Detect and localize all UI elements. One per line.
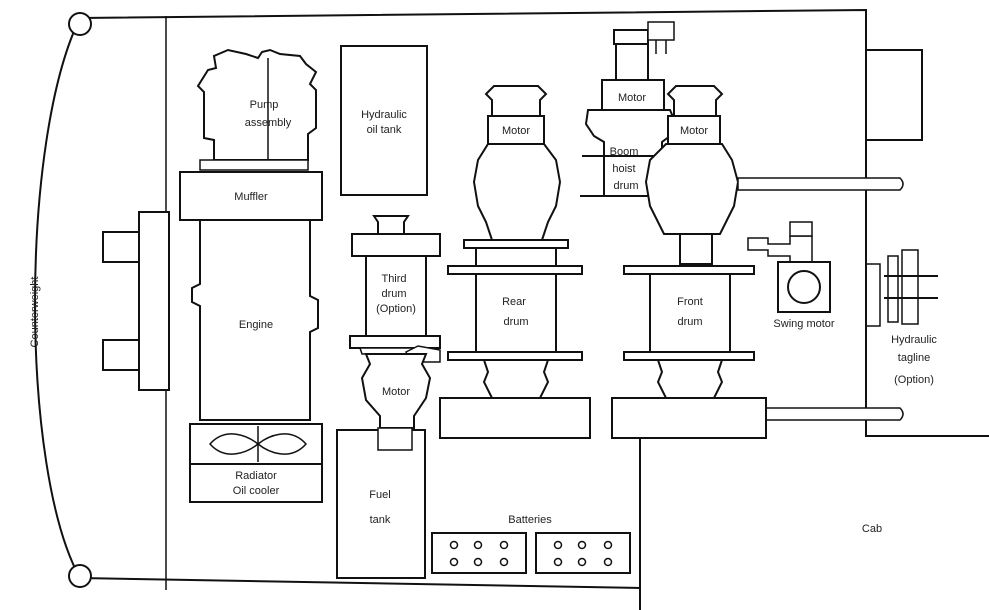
hydraulic-oil-tank-label-1: Hydraulic: [361, 109, 407, 121]
lifting-eye-bottom: [68, 564, 92, 588]
engine: Engine: [191, 219, 319, 421]
engine-label: Engine: [239, 319, 273, 331]
swing-motor-label: Swing motor: [773, 318, 834, 330]
front-drum-label-2: drum: [677, 316, 702, 328]
third-drum-motor: Motor: [360, 353, 432, 429]
third-drum-motor-label: Motor: [382, 386, 410, 398]
radiator-oil-cooler: Radiator Oil cooler: [189, 423, 323, 503]
front-drum-label-1: Front: [677, 296, 703, 308]
hydraulic-oil-tank: Hydraulic oil tank: [340, 45, 428, 196]
boom-hoist-motor-label: Motor: [618, 92, 646, 104]
boom-hoist-drum-label-2: hoist: [612, 163, 635, 175]
pump-assembly-label-1: Pump: [250, 99, 279, 111]
counterweight: Counterweight: [29, 211, 170, 391]
pump-assembly-label-2: assembly: [245, 117, 292, 129]
third-drum-label-1: Third: [381, 273, 406, 285]
batteries: Batteries: [431, 514, 631, 574]
fuel-tank: Fuel tank: [336, 427, 426, 579]
fuel-tank-label-1: Fuel: [369, 489, 390, 501]
swing-motor: Swing motor: [747, 221, 835, 330]
boom-hoist-motor: Motor: [601, 21, 675, 111]
valve-block: [647, 21, 675, 41]
front-drum-motor-label: Motor: [680, 125, 708, 137]
rear-drum-label-1: Rear: [502, 296, 526, 308]
hydraulic-oil-tank-label-2: oil tank: [367, 124, 402, 136]
third-drum: Third drum (Option): [349, 215, 441, 363]
batteries-label: Batteries: [508, 514, 552, 526]
drive-shafts: [737, 177, 904, 421]
muffler: Muffler: [179, 171, 323, 221]
third-drum-label-2: drum: [381, 288, 406, 300]
lifting-eye-top: [68, 12, 92, 36]
front-drum-motor: Motor: [644, 85, 740, 265]
cab-label: Cab: [862, 523, 882, 535]
radiator-label-1: Radiator: [235, 470, 277, 482]
battery-left: [431, 532, 527, 574]
rear-drum-motor-label: Motor: [502, 125, 530, 137]
radiator-label-2: Oil cooler: [233, 485, 280, 497]
hydraulic-tagline-label-1: Hydraulic: [891, 334, 937, 346]
counterweight-label: Counterweight: [29, 277, 41, 348]
boom-hoist-drum-label-1: Boom: [610, 146, 639, 158]
fuel-tank-label-2: tank: [370, 514, 391, 526]
cab: Cab: [862, 523, 882, 535]
hydraulic-tagline-label-2: tagline: [898, 352, 930, 364]
pump-assembly: Pump assembly: [196, 48, 318, 171]
rear-drum-label-2: drum: [503, 316, 528, 328]
rear-drum-motor: Motor: [472, 85, 562, 241]
boom-hoist-drum-label-3: drum: [613, 180, 638, 192]
right-housing: [866, 49, 923, 141]
rear-drum: Rear drum: [439, 239, 591, 439]
muffler-label: Muffler: [234, 191, 268, 203]
front-drum: Front drum: [611, 265, 767, 439]
hydraulic-tagline-label-3: (Option): [894, 374, 934, 386]
battery-right: [535, 532, 631, 574]
third-drum-label-3: (Option): [376, 303, 416, 315]
hydraulic-tagline: Hydraulic tagline (Option): [866, 249, 938, 386]
